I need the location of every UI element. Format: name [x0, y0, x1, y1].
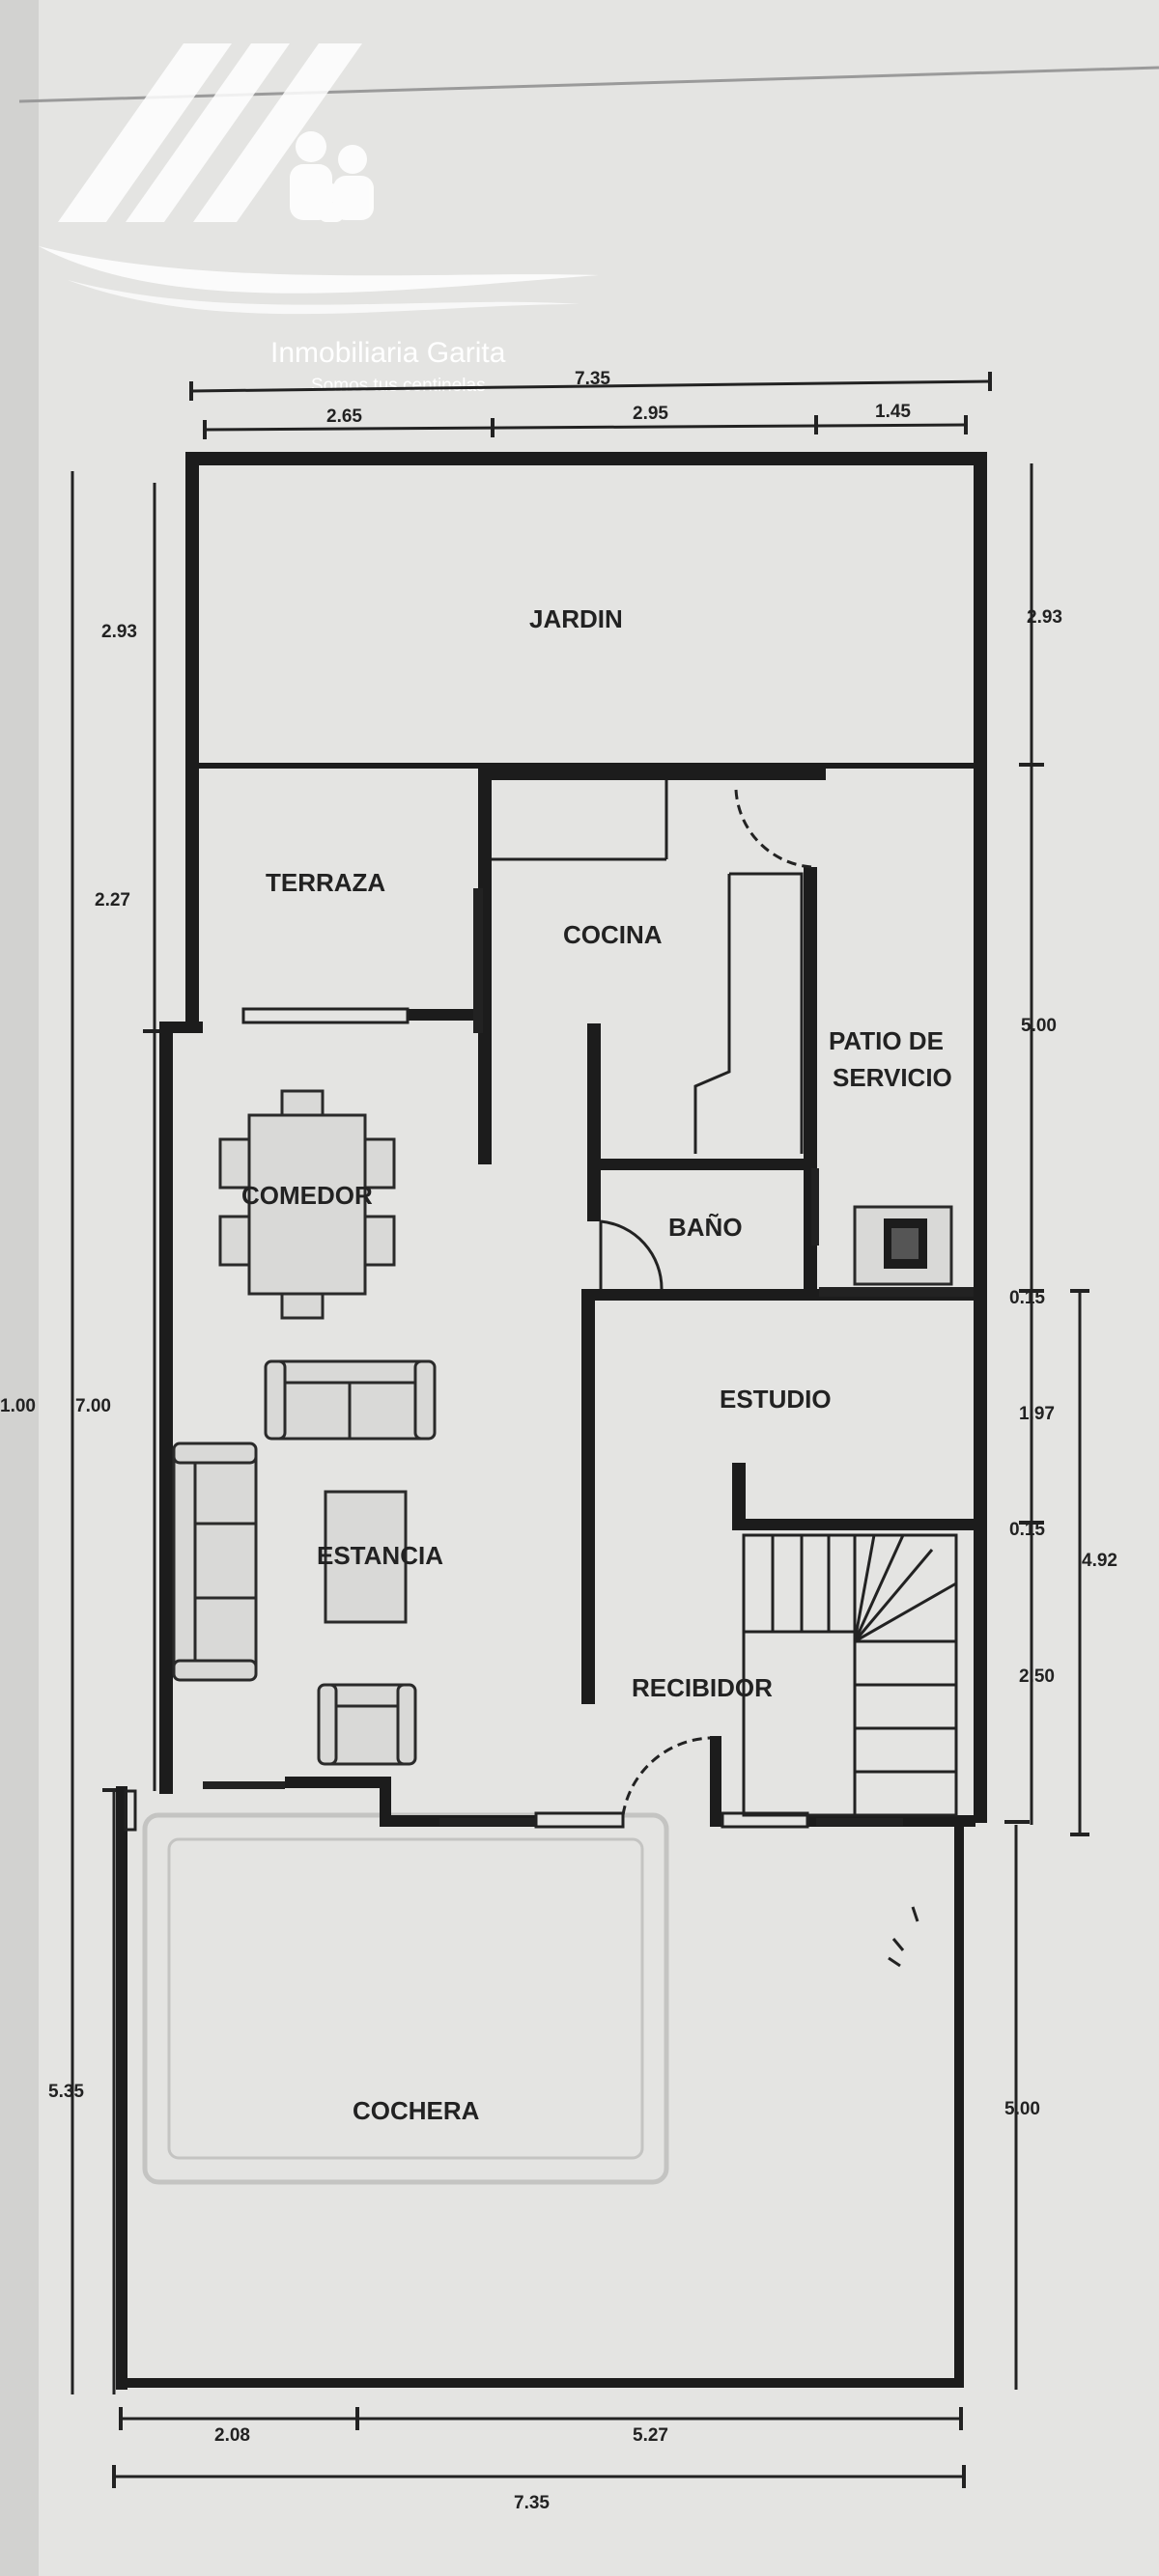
doors	[599, 789, 812, 1816]
dim-top-b: 2.95	[633, 404, 668, 424]
logo: Inmobiliaria Garita Somos tus centinelas	[39, 43, 599, 396]
dining-set-icon	[218, 1089, 396, 1320]
room-label-jardin: JARDIN	[529, 604, 623, 633]
dim-right-stairs: 2.50	[1019, 1666, 1055, 1687]
logo-swoosh-icon	[39, 246, 599, 294]
family-icon	[290, 131, 374, 222]
washing-machine-icon	[853, 1205, 953, 1286]
logo-swoosh-icon	[68, 280, 580, 315]
dim-right-wall2: 0.15	[1009, 1520, 1045, 1540]
dim-bottom-b: 5.27	[633, 2425, 668, 2446]
dim-left-total: 1.00	[0, 1396, 36, 1416]
dimension-lines	[71, 379, 1082, 2478]
room-label-estudio: ESTUDIO	[720, 1385, 832, 1414]
bathroom-door-arc-icon	[600, 1219, 664, 1290]
armchair-icon	[317, 1683, 417, 1766]
dim-right-jardin: 2.93	[1027, 607, 1062, 628]
logo-stripe-icon	[58, 43, 232, 222]
dim-left-terraza: 2.27	[95, 890, 130, 910]
room-label-terraza: TERRAZA	[266, 868, 385, 897]
logo-tagline: Somos tus centinelas	[311, 376, 486, 396]
pen-marks	[888, 1906, 919, 1968]
staircase	[742, 1533, 958, 1817]
dim-left-jardin: 2.93	[101, 622, 137, 642]
dimension-ticks	[102, 372, 1089, 2488]
dim-right-estudio: 1.97	[1019, 1404, 1055, 1424]
dim-left-interior: 7.00	[75, 1396, 111, 1416]
sofa-icon	[264, 1359, 437, 1441]
dim-bottom-total: 7.35	[514, 2493, 550, 2513]
logo-stripe-icon	[193, 43, 362, 222]
dim-left-cochera: 5.35	[48, 2082, 84, 2102]
dim-top-total: 7.35	[575, 369, 610, 389]
entrance-door-arc-icon	[621, 1736, 711, 1816]
room-label-comedor: COMEDOR	[241, 1181, 373, 1210]
dim-bottom-a: 2.08	[214, 2425, 250, 2446]
dim-top-c: 1.45	[875, 402, 911, 422]
dim-right-wall1: 0.15	[1009, 1288, 1045, 1308]
room-label-recibidor: RECIBIDOR	[632, 1673, 773, 1702]
room-label-patio-line2: SERVICIO	[833, 1063, 952, 1092]
logo-name: Inmobiliaria Garita	[270, 337, 506, 369]
dim-right-cochera: 5.00	[1004, 2099, 1040, 2119]
wall-infill	[203, 888, 974, 1826]
dimension-labels: 7.35 2.65 2.95 1.45 1.00 2.93 2.27 7.00 …	[0, 369, 1117, 2513]
coffee-table-icon	[324, 1490, 408, 1624]
dim-right-patio: 5.00	[1021, 1016, 1057, 1036]
room-label-patio-line1: PATIO DE	[829, 1026, 944, 1055]
logo-stripe-icon	[126, 43, 290, 222]
kitchen-counters	[492, 780, 804, 1154]
paper-edge-shadow	[0, 0, 39, 2576]
paper-top-line	[18, 66, 1159, 103]
room-labels: JARDIN TERRAZA COCINA PATIO DE SERVICIO …	[241, 604, 952, 2125]
room-label-cocina: COCINA	[563, 920, 663, 949]
dim-right-group: 4.92	[1082, 1551, 1117, 1571]
room-label-estancia: ESTANCIA	[317, 1541, 443, 1570]
dim-top-a: 2.65	[326, 406, 362, 427]
room-label-bano: BAÑO	[668, 1213, 743, 1242]
long-sofa-icon	[172, 1442, 258, 1682]
room-label-cochera: COCHERA	[353, 2096, 480, 2125]
outer-walls	[116, 452, 987, 2390]
